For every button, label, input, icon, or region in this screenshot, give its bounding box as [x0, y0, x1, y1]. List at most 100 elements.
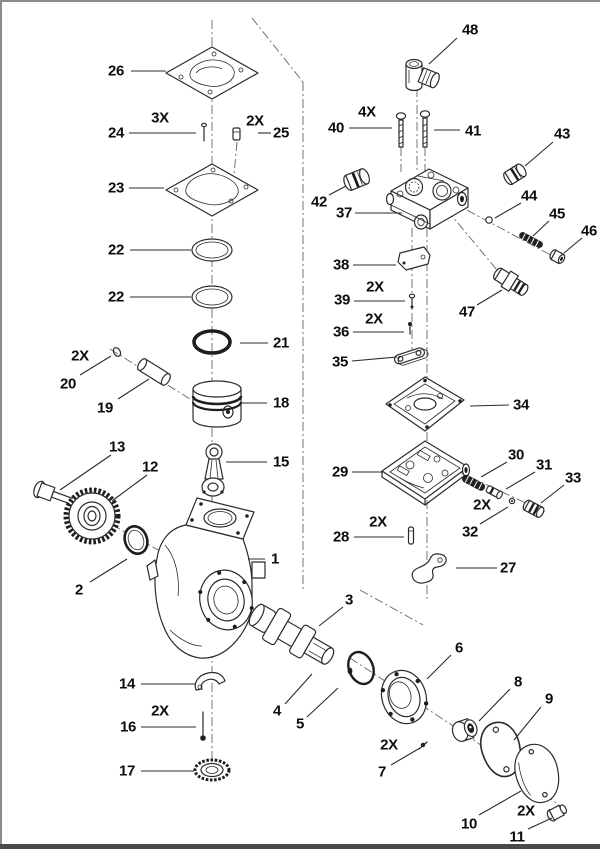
leader-lines	[59, 37, 583, 830]
bearing-disc-17	[193, 758, 231, 782]
crankcase-1	[146, 497, 266, 659]
callout-5-24: 5	[295, 715, 305, 733]
screw-16	[200, 711, 206, 741]
valve-plate-34	[385, 376, 465, 432]
callout-37-31: 37	[335, 204, 353, 222]
callout-22-6: 22	[107, 241, 125, 259]
callout-24-2: 24	[107, 124, 125, 142]
callout-15-15: 15	[272, 453, 290, 471]
piston-ring-22a	[191, 238, 233, 262]
callout-25-4: 25	[272, 124, 290, 142]
port-fitting-43	[503, 163, 527, 186]
o-ring-5	[347, 650, 375, 686]
callout-7-56: 7	[377, 763, 387, 781]
elbow-fitting-48	[405, 58, 440, 92]
ball-32	[508, 497, 516, 505]
callout-1-17: 1	[270, 550, 280, 568]
callout-42-30: 42	[310, 193, 328, 211]
gasket-9	[479, 721, 522, 778]
seal-ring-2	[123, 525, 149, 555]
callout-38-35: 38	[332, 256, 350, 274]
port-fitting-42	[343, 168, 371, 191]
qty-label-2X-47: 2X	[473, 496, 491, 514]
pin-28	[407, 526, 415, 545]
callout-8-53: 8	[513, 673, 523, 691]
callout-23-5: 23	[107, 179, 125, 197]
callout-47-41: 47	[458, 303, 476, 321]
screw-24	[201, 122, 208, 142]
gasket-plate-23	[165, 163, 259, 217]
unloader-bracket-27	[411, 553, 447, 584]
callout-32-48: 32	[461, 523, 479, 541]
callout-26-0: 26	[107, 62, 125, 80]
crankshaft-3	[248, 603, 335, 665]
piston-18	[191, 380, 243, 428]
screw-7	[418, 741, 428, 750]
piston-ring-21	[192, 329, 232, 355]
qty-label-2X-38: 2X	[365, 310, 383, 328]
connecting-rod-15	[201, 443, 225, 497]
qty-label-2X-55: 2X	[380, 736, 398, 754]
callout-3-22: 3	[344, 591, 354, 609]
callout-18-12: 18	[272, 394, 290, 412]
qty-label-3X-1: 3X	[151, 109, 169, 127]
valve-plate-assembly-29	[381, 440, 471, 506]
callout-16-20: 16	[119, 718, 137, 736]
callout-31-45: 31	[535, 456, 553, 474]
callout-40-27: 40	[327, 119, 345, 137]
callout-10-57: 10	[460, 815, 478, 833]
spring-45	[519, 232, 543, 248]
callout-34-42: 34	[512, 396, 530, 414]
callout-45-33: 45	[548, 205, 566, 223]
callout-30-44: 30	[507, 446, 525, 464]
valve-fitting-47	[493, 267, 529, 296]
plunger-31	[485, 485, 503, 500]
qty-label-2X-3: 2X	[246, 112, 264, 130]
callout-6-52: 6	[454, 639, 464, 657]
callout-2-16: 2	[74, 581, 84, 599]
bracket-38	[397, 246, 431, 271]
callout-13-13: 13	[108, 438, 126, 456]
screw-36	[408, 322, 412, 335]
callout-20-10: 20	[59, 375, 77, 393]
qty-label-4X-26: 4X	[358, 103, 376, 121]
page-footer-bar	[0, 844, 600, 849]
nut-46	[549, 249, 566, 265]
qty-label-2X-9: 2X	[71, 347, 89, 365]
piston-ring-22b	[191, 285, 233, 309]
callout-35-40: 35	[331, 353, 349, 371]
qty-label-2X-49: 2X	[369, 513, 387, 531]
head-bolt-40	[395, 112, 407, 148]
cover-plate-10	[514, 743, 560, 804]
page-border-top	[0, 0, 600, 2]
callout-44-32: 44	[520, 187, 538, 205]
retainer-clip-14	[194, 671, 226, 691]
qty-label-2X-19: 2X	[151, 702, 169, 720]
callout-19-11: 19	[96, 399, 114, 417]
callout-17-21: 17	[118, 762, 136, 780]
bearing-plug-8	[451, 718, 478, 742]
callout-43-29: 43	[553, 125, 571, 143]
bolt-11	[546, 804, 568, 822]
callout-39-37: 39	[333, 291, 351, 309]
callout-14-18: 14	[118, 675, 136, 693]
callout-9-54: 9	[544, 690, 554, 708]
cover-gasket-26	[165, 46, 259, 100]
callout-48-25: 48	[461, 21, 479, 39]
callout-11-59: 11	[509, 828, 525, 846]
callout-28-50: 28	[332, 528, 350, 546]
callout-22-7: 22	[107, 288, 125, 306]
head-bolt-41	[419, 110, 431, 148]
fitting-33	[522, 499, 545, 518]
drive-gear-12	[63, 487, 121, 545]
qty-label-2X-36: 2X	[366, 278, 384, 296]
callout-29-43: 29	[331, 463, 349, 481]
page-border-left	[0, 0, 2, 849]
spring-30	[462, 474, 486, 491]
callout-4-23: 4	[272, 702, 282, 720]
bearing-flange-6	[380, 669, 429, 725]
callout-21-8: 21	[272, 334, 290, 352]
